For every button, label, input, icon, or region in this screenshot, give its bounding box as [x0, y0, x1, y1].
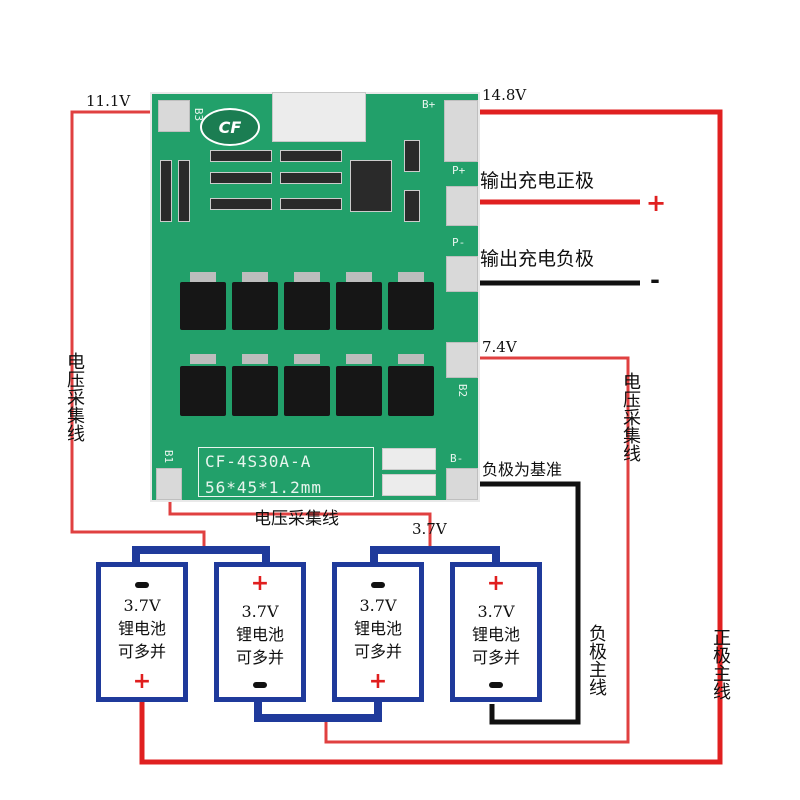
shunt-resistor-2	[404, 190, 420, 222]
label-11-1v: 11.1V	[86, 92, 131, 110]
cell-1-type: 锂电池	[117, 619, 166, 638]
pad-b-minus	[446, 468, 478, 500]
label-sense-line-left: 电压采集线	[64, 352, 85, 442]
label-negative-reference: 负极为基准	[482, 460, 563, 479]
battery-cell-1: 3.7V 锂电池 可多并 +	[96, 562, 188, 702]
mosfet-2	[232, 282, 278, 330]
cell-3-note: 可多并	[353, 642, 402, 661]
battery-cell-4: + 3.7V 锂电池 可多并	[450, 562, 542, 702]
label-14-8v: 14.8V	[482, 86, 527, 104]
mosfet-1	[180, 282, 226, 330]
cell-1-positive-sign: +	[132, 669, 152, 694]
cell-1-voltage: 3.7V	[123, 596, 161, 615]
cell-4-note: 可多并	[471, 648, 520, 667]
mosfet-tab-9	[346, 354, 372, 364]
board-size-text: 56*45*1.2mm	[205, 478, 322, 497]
label-positive-main: 正极主线	[710, 628, 731, 700]
cell-4-type: 锂电池	[471, 625, 520, 644]
mosfet-tab-10	[398, 354, 424, 364]
mosfet-tab-7	[242, 354, 268, 364]
cell-2-note: 可多并	[235, 648, 284, 667]
sense-wire-b3	[70, 110, 206, 550]
board-model-text: CF-4S30A-A	[205, 452, 312, 471]
mosfet-8	[284, 366, 330, 416]
cell-link-1-2	[132, 546, 270, 562]
mosfet-10	[388, 366, 434, 416]
label-negative-main: 负极主线	[586, 624, 607, 696]
cell-2-type: 锂电池	[235, 625, 284, 644]
mosfet-3	[284, 282, 330, 330]
pad-p-minus	[446, 256, 478, 292]
mosfet-tab-3	[294, 272, 320, 282]
pad-label-b-minus: B-	[450, 452, 464, 465]
pad-b2	[446, 342, 478, 378]
cell-3-negative-terminal	[371, 582, 385, 588]
cell-link-3-4	[370, 546, 500, 562]
mosfet-tab-6	[190, 354, 216, 364]
output-positive-sign: +	[646, 189, 667, 217]
battery-cell-3: 3.7V 锂电池 可多并 +	[332, 562, 424, 702]
resistor-array-3	[210, 150, 272, 162]
shunt-resistor-1	[404, 140, 420, 172]
pad-label-b2: B2	[456, 383, 470, 398]
resistor-array-7	[210, 198, 272, 210]
mosfet-tab-4	[346, 272, 372, 282]
cell-1-note: 可多并	[117, 642, 166, 661]
mosfet-5	[388, 282, 434, 330]
resistor-array-4	[280, 150, 342, 162]
sense-resistor-1	[382, 448, 436, 470]
resistor-array-1	[160, 160, 172, 222]
cell-4-voltage: 3.7V	[477, 602, 515, 621]
pad-label-b1: B1	[162, 449, 176, 464]
cell-3-voltage: 3.7V	[359, 596, 397, 615]
cell-1-negative-terminal	[135, 582, 149, 588]
mosfet-tab-2	[242, 272, 268, 282]
mosfet-7	[232, 366, 278, 416]
resistor-array-6	[280, 172, 342, 184]
label-output-charge-negative: 输出充电负极	[480, 248, 595, 270]
resistor-array-2	[178, 160, 190, 222]
pad-label-b-plus: B+	[422, 98, 436, 111]
pad-p-plus	[446, 186, 478, 226]
positive-main-wire	[139, 109, 723, 765]
mosfet-tab-8	[294, 354, 320, 364]
cell-2-negative-terminal	[253, 682, 267, 688]
cell-3-positive-sign: +	[368, 669, 388, 694]
label-7-4v: 7.4V	[482, 338, 517, 356]
resistor-array-8	[280, 198, 342, 210]
pad-label-p-plus: P+	[452, 164, 466, 177]
negative-main-wire	[462, 481, 581, 725]
model-silk-outline	[198, 447, 374, 497]
label-sense-line-right: 电压采集线	[620, 372, 641, 462]
label-output-charge-positive: 输出充电正极	[480, 170, 595, 192]
ic-chip	[350, 160, 392, 212]
resistor-array-5	[210, 172, 272, 184]
pad-b1	[156, 468, 182, 500]
label-3-7v: 3.7V	[412, 520, 447, 538]
sense-wire-b2	[324, 356, 630, 744]
battery-cell-2: + 3.7V 锂电池 可多并	[214, 562, 306, 702]
mosfet-tab-5	[398, 272, 424, 282]
mosfet-tab-1	[190, 272, 216, 282]
mosfet-4	[336, 282, 382, 330]
balance-connector	[272, 92, 366, 142]
output-negative-sign: -	[650, 266, 660, 294]
pad-b3	[158, 100, 190, 132]
brand-logo: CF	[200, 108, 260, 146]
cell-2-voltage: 3.7V	[241, 602, 279, 621]
cell-4-positive-sign: +	[486, 571, 506, 596]
cell-link-2-3	[254, 702, 382, 722]
pad-label-p-minus: P-	[452, 236, 466, 249]
pad-b-plus	[444, 100, 478, 162]
cell-4-negative-terminal	[489, 682, 503, 688]
cell-2-positive-sign: +	[250, 571, 270, 596]
label-sense-line-horizontal: 电压采集线	[254, 509, 339, 529]
mosfet-6	[180, 366, 226, 416]
sense-resistor-2	[382, 474, 436, 496]
mosfet-9	[336, 366, 382, 416]
cell-3-type: 锂电池	[353, 619, 402, 638]
